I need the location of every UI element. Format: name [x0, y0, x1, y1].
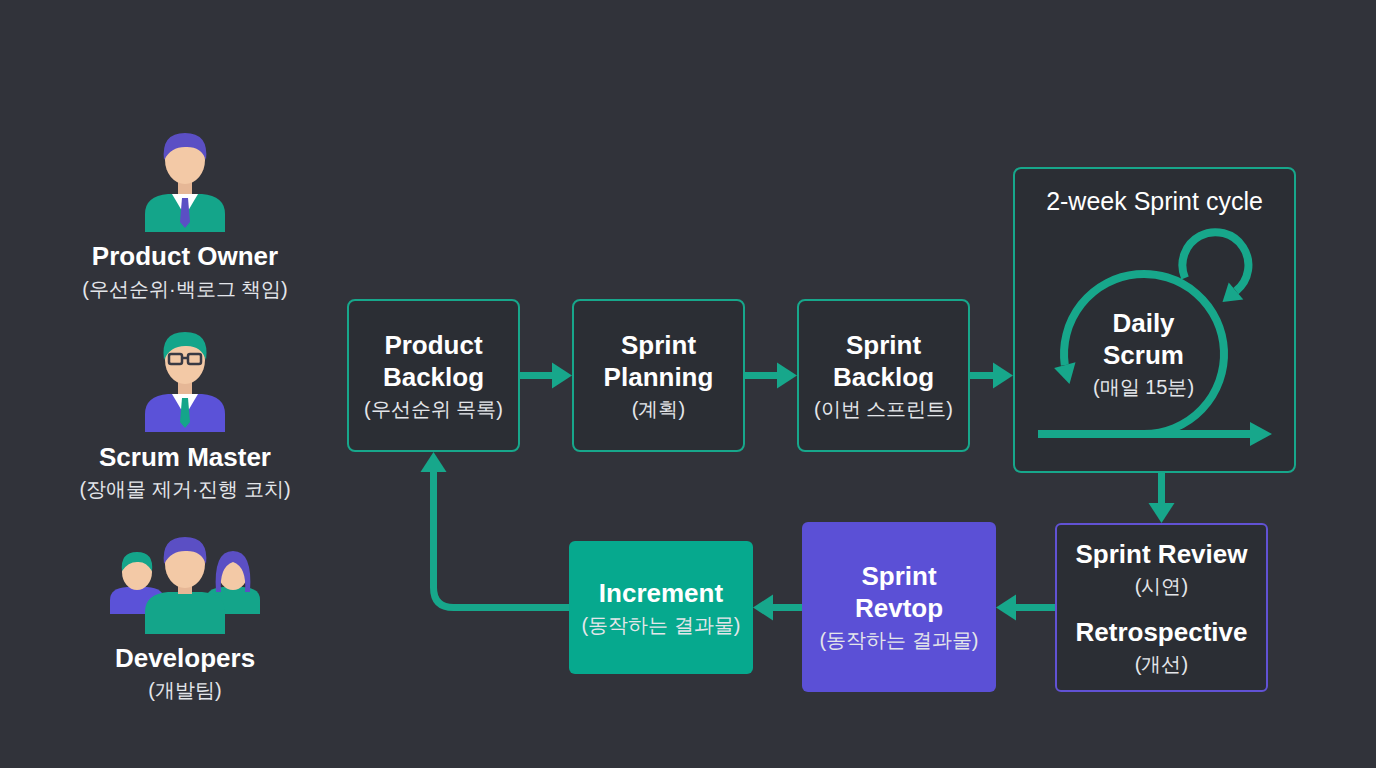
- role-note: (개발팀): [148, 676, 221, 704]
- process-box: Sprint Backlog(이번 스프린트): [797, 299, 970, 452]
- hair: [164, 133, 207, 160]
- hair: [122, 552, 152, 571]
- role-name: Product Owner: [92, 240, 278, 272]
- cycle-arc: [1064, 274, 1224, 434]
- node-note: (우선순위 목록): [364, 395, 503, 423]
- arrowhead: [753, 595, 773, 621]
- node-note: (시연): [1135, 572, 1188, 600]
- daily-loop-arc: [1182, 232, 1248, 291]
- scrum-master-icon: [145, 332, 225, 432]
- process-box: Sprint Planning(계획): [572, 299, 745, 452]
- cycle-arrowhead: [1054, 362, 1075, 384]
- cycle-base-line: [1038, 430, 1252, 438]
- node-title: Sprint Planning: [584, 329, 734, 393]
- node-note: (이번 스프린트): [814, 395, 953, 423]
- node-title: Daily Scrum: [1079, 307, 1209, 371]
- node-note: (개선): [1135, 650, 1188, 678]
- node-title: Increment: [599, 577, 723, 609]
- frame-title: 2-week Sprint cycle: [1015, 186, 1294, 216]
- arrowhead: [1149, 503, 1175, 523]
- arrowhead: [777, 363, 797, 389]
- arrow-line: [769, 604, 802, 611]
- process-box: Product Backlog(우선순위 목록): [347, 299, 520, 452]
- body: [145, 592, 225, 634]
- glasses: [169, 354, 182, 364]
- node-title: Sprint Review: [1076, 538, 1248, 570]
- node-title: Retrospective: [1076, 616, 1248, 648]
- role-note: (장애물 제거·진행 코치): [79, 475, 290, 503]
- tie: [180, 398, 190, 428]
- flow-arrow: [996, 595, 1055, 621]
- arrow-line: [1012, 604, 1055, 611]
- glasses: [188, 354, 201, 364]
- suit: [145, 394, 225, 432]
- cycle-arrowhead: [1222, 282, 1243, 302]
- arrowhead: [993, 363, 1013, 389]
- flow-arrow: [970, 363, 1013, 389]
- node-title: Sprint Backlog: [809, 329, 959, 393]
- flow-arrow: [745, 363, 797, 389]
- glasses: [182, 357, 188, 360]
- result-box: Sprint Revtop(동작하는 결과물): [802, 522, 996, 692]
- increment-box: Increment(동작하는 결과물): [569, 541, 753, 674]
- arrowhead: [552, 363, 572, 389]
- arrow-line: [520, 372, 556, 379]
- flow-arrow: [421, 452, 570, 608]
- arrow-line: [434, 468, 570, 608]
- node-title: Sprint Revtop: [824, 560, 974, 624]
- flow-arrow: [520, 363, 572, 389]
- role-note: (우선순위·백로그 책임): [82, 275, 288, 303]
- flow-arrow: [1149, 473, 1175, 523]
- cycle-arrowhead: [1250, 422, 1272, 446]
- node-note: (매일 15분): [1093, 373, 1194, 401]
- developers-icon: [110, 537, 260, 634]
- review-box: Sprint Review(시연) Retrospective(개선): [1055, 523, 1268, 692]
- arrowhead: [996, 595, 1016, 621]
- product-owner-icon: [145, 133, 225, 232]
- node-note: (계획): [632, 395, 685, 423]
- arrow-line: [970, 372, 997, 379]
- flow-arrow: [753, 595, 802, 621]
- sprint-cycle-frame: 2-week Sprint cycleDaily Scrum(매일 15분): [1013, 167, 1296, 473]
- suit: [145, 194, 225, 232]
- role-name: Developers: [115, 642, 255, 674]
- arrow-line: [1158, 473, 1165, 507]
- daily-scrum-cycle: Daily Scrum(매일 15분): [1058, 268, 1230, 440]
- role-name: Scrum Master: [99, 441, 271, 473]
- hair: [216, 551, 251, 592]
- tie: [180, 198, 190, 228]
- node-note: (동작하는 결과물): [582, 611, 741, 639]
- hair: [164, 537, 207, 564]
- arrow-line: [745, 372, 781, 379]
- node-title: Product Backlog: [359, 329, 509, 393]
- node-note: (동작하는 결과물): [820, 626, 979, 654]
- arrowhead: [421, 452, 447, 472]
